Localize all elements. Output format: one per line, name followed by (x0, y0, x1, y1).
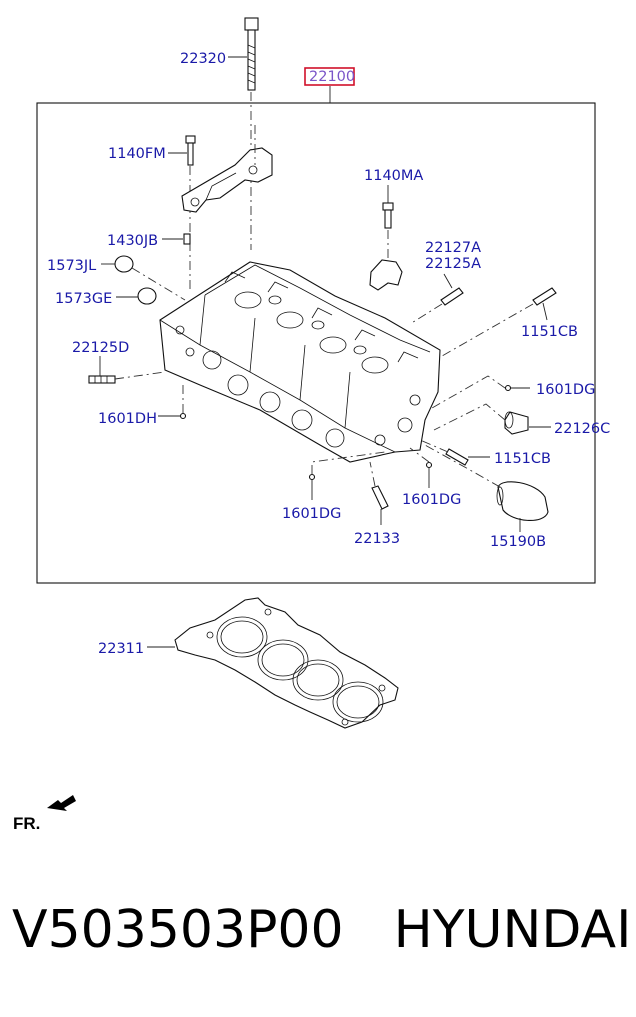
plug-1573ge-icon (137, 287, 157, 305)
plug-1601dg-right-icon (504, 384, 512, 392)
lifter-15190b-icon (496, 481, 549, 521)
stud-1151cb-top-icon (532, 287, 557, 306)
cam-cap-single-icon (369, 259, 403, 291)
label-1151cb-bottom[interactable]: 1151CB (494, 451, 551, 467)
label-1573ge[interactable]: 1573GE (55, 291, 112, 307)
plug-1573jl-icon (114, 255, 134, 273)
label-22311[interactable]: 22311 (98, 641, 144, 657)
label-1601dg-right[interactable]: 1601DG (536, 382, 595, 398)
label-22133[interactable]: 22133 (354, 531, 400, 547)
sleeve-22126c-icon (504, 411, 529, 435)
stud-22125a-icon (440, 287, 464, 306)
stud-1151cb-bottom-icon (445, 448, 469, 466)
footer-caption: V503503P00 HYUNDAI (12, 900, 632, 980)
label-1140fm[interactable]: 1140FM (108, 146, 166, 162)
head-gasket-icon (174, 597, 399, 729)
cam-cap-bracket-icon (181, 147, 273, 213)
highlight-box-22100 (304, 67, 355, 86)
plug-1601dh-icon (179, 412, 187, 420)
front-direction-arrow-icon (47, 795, 76, 811)
label-22126c[interactable]: 22126C (554, 421, 610, 437)
label-1601dg-left[interactable]: 1601DG (282, 506, 341, 522)
bolt-22320-icon (244, 17, 259, 91)
front-label: FR. (13, 814, 40, 833)
label-1151cb-top[interactable]: 1151CB (521, 324, 578, 340)
bolt-1140fm-icon (185, 135, 196, 166)
label-22320[interactable]: 22320 (180, 51, 226, 67)
label-15190b[interactable]: 15190B (490, 534, 546, 550)
plug-1601dg-left-icon (308, 473, 316, 481)
label-1601dg-center[interactable]: 1601DG (402, 492, 461, 508)
brand-text: HYUNDAI (393, 900, 632, 960)
stud-22133-icon (371, 485, 389, 510)
cylinder-head-icon (159, 261, 441, 463)
assembly-frame (36, 102, 596, 584)
pin-1430jb-icon (183, 233, 191, 245)
label-1601dh[interactable]: 1601DH (98, 411, 157, 427)
label-22127a[interactable]: 22127A (425, 240, 481, 256)
label-22125a[interactable]: 22125A (425, 256, 481, 272)
label-1430jb[interactable]: 1430JB (107, 233, 158, 249)
part-number-text: V503503P00 (12, 900, 344, 960)
label-1573jl[interactable]: 1573JL (47, 258, 96, 274)
plug-1601dg-center-icon (425, 461, 433, 469)
label-22100[interactable]: 22100 (309, 69, 355, 85)
stud-22125d-icon (88, 375, 116, 384)
label-22125d[interactable]: 22125D (72, 340, 129, 356)
bolt-1140ma-icon (382, 202, 394, 229)
label-1140ma[interactable]: 1140MA (364, 168, 423, 184)
